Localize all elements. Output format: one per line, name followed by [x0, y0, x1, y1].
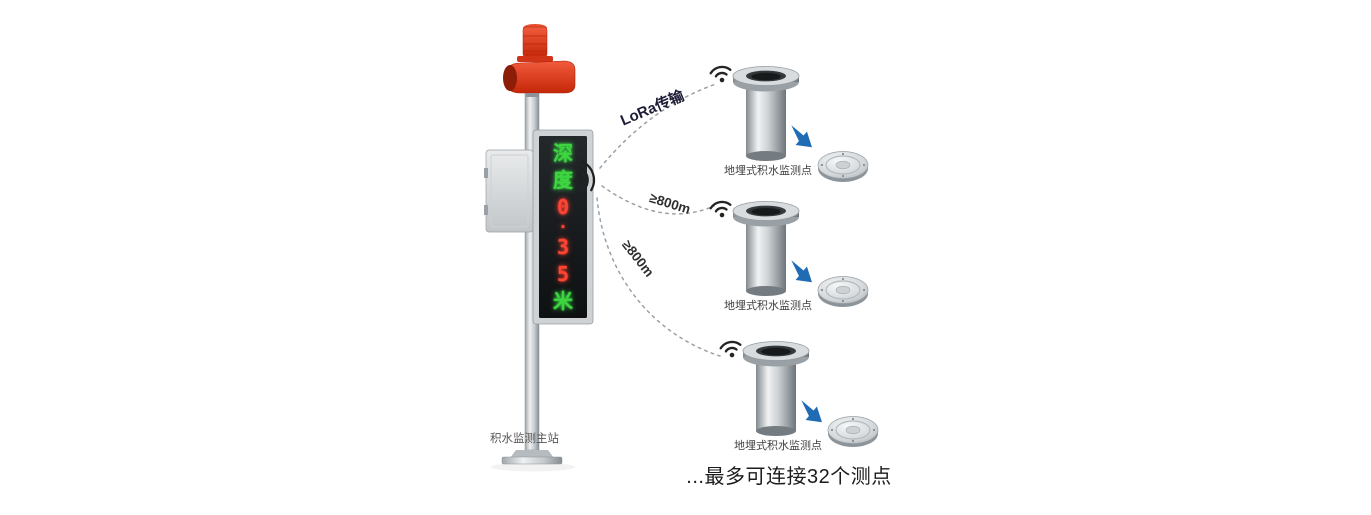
sensor-label: 地埋式积水监测点	[724, 300, 812, 312]
wifi-icon	[718, 339, 744, 361]
led-char: 度	[553, 168, 573, 192]
station-label: 积水监测主站	[490, 433, 559, 445]
sensor-cylinder	[742, 341, 810, 437]
arrow-icon	[783, 121, 818, 155]
sensor-unit-2	[708, 199, 869, 308]
sensor-label: 地埋式积水监测点	[724, 165, 812, 177]
led-char: 3	[556, 235, 570, 259]
sensor-label: 地埋式积水监测点	[734, 440, 822, 452]
led-display: 深 度 0 · 3 5 米	[539, 136, 587, 318]
led-char: 5	[556, 262, 570, 286]
arrow-icon	[793, 396, 828, 430]
signal-waves-icon	[571, 160, 596, 192]
main-station	[484, 24, 596, 472]
link-path-2	[601, 185, 715, 215]
wifi-icon	[708, 64, 734, 86]
sensor-cylinder	[732, 66, 800, 162]
link-path-3	[596, 197, 721, 357]
alarm-beacon-icon	[503, 24, 576, 97]
led-char: ·	[558, 217, 568, 236]
control-box	[484, 149, 534, 233]
station-base	[491, 450, 575, 472]
link-path-1	[599, 83, 717, 169]
led-char: 深	[553, 141, 573, 165]
wifi-icon	[708, 199, 734, 221]
led-char: 米	[553, 289, 573, 313]
led-char: 0	[556, 195, 570, 219]
sensor-unit-3	[718, 339, 879, 448]
footer-note: ...最多可连接32个测点	[686, 466, 892, 488]
arrow-icon	[783, 256, 818, 290]
sensor-cylinder	[732, 201, 800, 297]
